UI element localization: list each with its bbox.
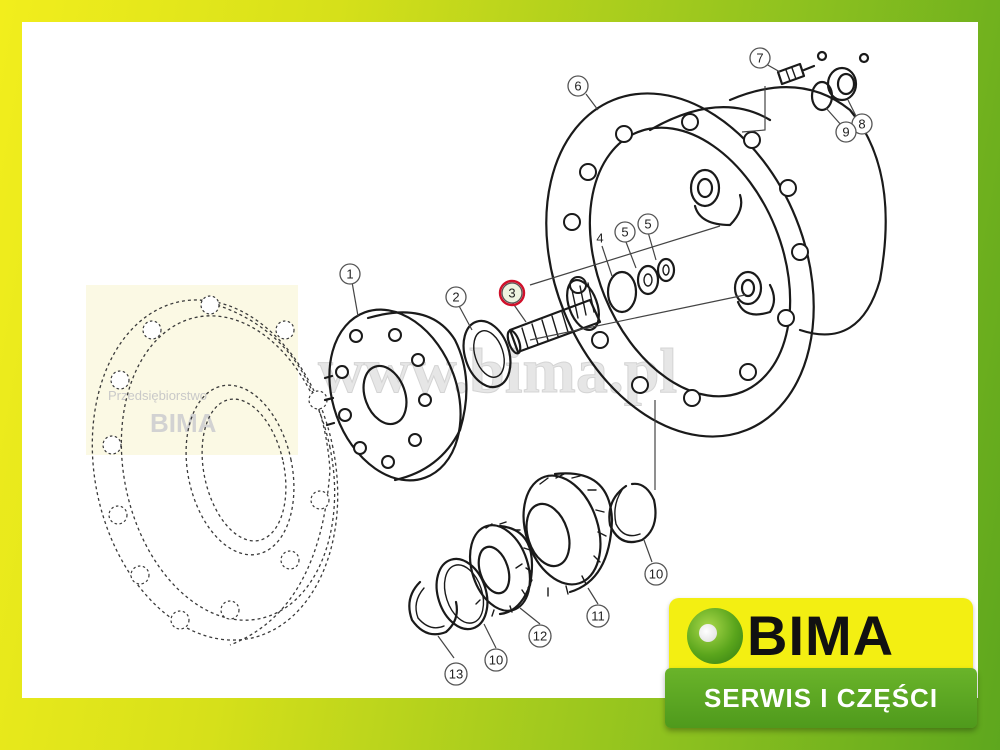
part-7-bolt: [776, 62, 816, 86]
svg-text:11: 11: [591, 609, 605, 624]
svg-text:4: 4: [596, 231, 603, 246]
leader-5a: [625, 241, 637, 269]
pin-marker-7: [816, 50, 828, 62]
svg-text:5: 5: [621, 225, 628, 240]
bima-logo: BIMA SERWIS I CZĘŚCI: [665, 598, 977, 730]
svg-text:3: 3: [508, 286, 515, 301]
callout-2: 2: [445, 286, 467, 308]
logo-name: BIMA: [747, 604, 895, 667]
leader-7: [765, 63, 781, 73]
part-9-ring: [810, 80, 834, 112]
part-1-carrier: [323, 308, 468, 482]
logo-ball-shine: [699, 624, 717, 642]
part-2-ring: [462, 319, 512, 389]
part-13-snap-ring: [408, 580, 458, 636]
svg-text:6: 6: [574, 79, 581, 94]
svg-text:12: 12: [533, 629, 547, 644]
part-10-snap-ring-lower: [435, 557, 489, 631]
leader-13: [437, 635, 455, 659]
callout-5a: 5: [614, 221, 636, 243]
dashed-hub: [91, 295, 339, 646]
svg-text:13: 13: [449, 667, 463, 682]
leader-8: [847, 99, 857, 117]
assembly-line-bolt: [741, 86, 766, 133]
part-6-housing: [545, 86, 887, 438]
svg-text:10: 10: [649, 567, 663, 582]
leader-9: [825, 107, 843, 127]
callout-3-highlight-ring: [498, 279, 526, 307]
callout-10a: 10: [644, 562, 668, 586]
watermark-box-line1: Przedsiębiorstwo: [108, 388, 207, 403]
leader-6: [585, 93, 599, 111]
callout-11: 11: [586, 604, 610, 628]
callout-4: 4: [596, 231, 603, 246]
callout-13: 13: [444, 662, 468, 686]
logo-top-panel: BIMA: [669, 598, 973, 672]
leader-1: [351, 281, 359, 317]
callout-1: 1: [339, 263, 361, 285]
logo-tagline: SERWIS I CZĘŚCI: [703, 683, 939, 713]
part-4-washer: [606, 270, 638, 314]
leader-2: [457, 303, 473, 331]
assembly-line-middle: [529, 294, 746, 341]
callout-6: 6: [567, 75, 589, 97]
leader-4: [601, 245, 613, 277]
leader-10b: [483, 623, 497, 649]
pin-marker-8: [858, 52, 870, 64]
svg-text:9: 9: [842, 125, 849, 140]
svg-text:1: 1: [346, 267, 353, 282]
svg-text:5: 5: [644, 217, 651, 232]
part-3-shaft: [506, 279, 602, 355]
svg-text:7: 7: [756, 51, 763, 66]
watermark-box-line2: BIMA: [150, 408, 217, 438]
leader-12: [519, 607, 541, 625]
svg-text:8: 8: [858, 117, 865, 132]
logo-bottom-panel: SERWIS I CZĘŚCI: [665, 668, 977, 728]
watermark-box: [86, 285, 298, 455]
assembly-line-upper: [529, 225, 721, 286]
svg-text:2: 2: [452, 290, 459, 305]
callout-3: 3: [498, 279, 526, 307]
callout-12: 12: [528, 624, 552, 648]
part-5-washers: [636, 257, 676, 296]
callout-5b: 5: [637, 213, 659, 235]
watermark-url: www.bima.pl: [318, 335, 677, 406]
part-11-gear: [515, 472, 614, 597]
leader-10a: [643, 539, 653, 563]
callout-10b: 10: [484, 648, 508, 672]
leader-11: [587, 587, 599, 605]
part-10-snap-ring-upper: [608, 482, 657, 544]
callout-8: 8: [851, 113, 873, 135]
part-12-planet-gear: [469, 521, 534, 617]
leader-5b: [647, 231, 657, 261]
callout-7: 7: [749, 47, 771, 69]
svg-text:10: 10: [489, 653, 503, 668]
callout-9: 9: [835, 121, 857, 143]
